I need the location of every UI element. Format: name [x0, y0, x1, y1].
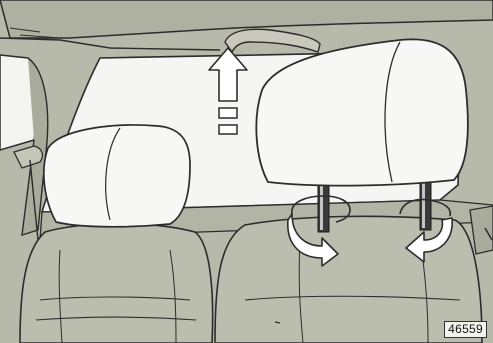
seat-belt-right — [470, 206, 493, 254]
left-seat-back — [20, 224, 213, 343]
figure-reference-number: 46559 — [444, 321, 487, 338]
grab-handle — [225, 29, 320, 52]
left-headrest — [44, 125, 190, 227]
side-window — [0, 55, 48, 235]
